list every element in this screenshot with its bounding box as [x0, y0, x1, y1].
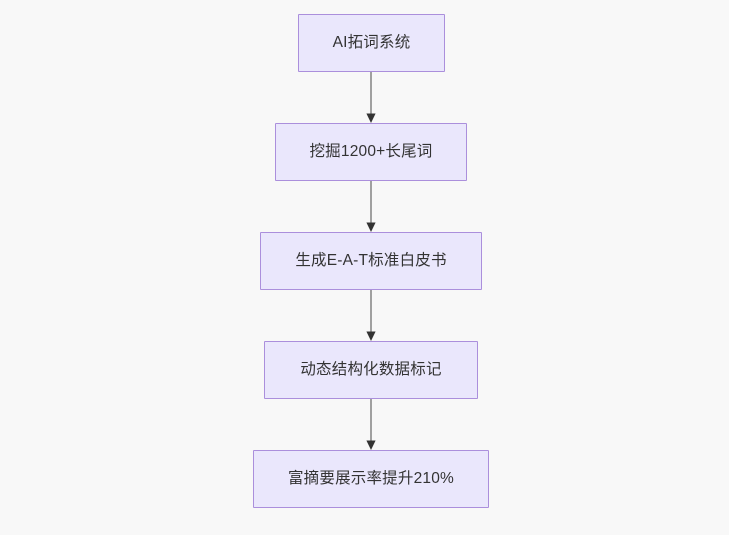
edge-arrow-icon: [366, 72, 376, 123]
flow-node-rich-snippet-result[interactable]: 富摘要展示率提升210%: [253, 450, 489, 508]
edge-n3-n4: [362, 290, 380, 341]
flow-node-ai-keyword-system[interactable]: AI拓词系统: [298, 14, 445, 72]
flow-node-label: AI拓词系统: [332, 33, 411, 51]
flow-node-generate-eat-whitepaper[interactable]: 生成E-A-T标准白皮书: [260, 232, 482, 290]
edge-n1-n2: [362, 72, 380, 123]
flow-node-label: 挖掘1200+长尾词: [309, 142, 433, 160]
flow-node-mine-longtail-keywords[interactable]: 挖掘1200+长尾词: [275, 123, 467, 181]
flow-node-label: 动态结构化数据标记: [300, 360, 442, 378]
flow-node-label: 生成E-A-T标准白皮书: [295, 251, 447, 269]
edge-n2-n3: [362, 181, 380, 232]
edge-arrow-icon: [366, 399, 376, 450]
flow-node-dynamic-structured-data[interactable]: 动态结构化数据标记: [264, 341, 478, 399]
edge-arrow-icon: [366, 181, 376, 232]
flow-node-label: 富摘要展示率提升210%: [287, 469, 455, 487]
edge-arrow-icon: [366, 290, 376, 341]
edge-n4-n5: [362, 399, 380, 450]
